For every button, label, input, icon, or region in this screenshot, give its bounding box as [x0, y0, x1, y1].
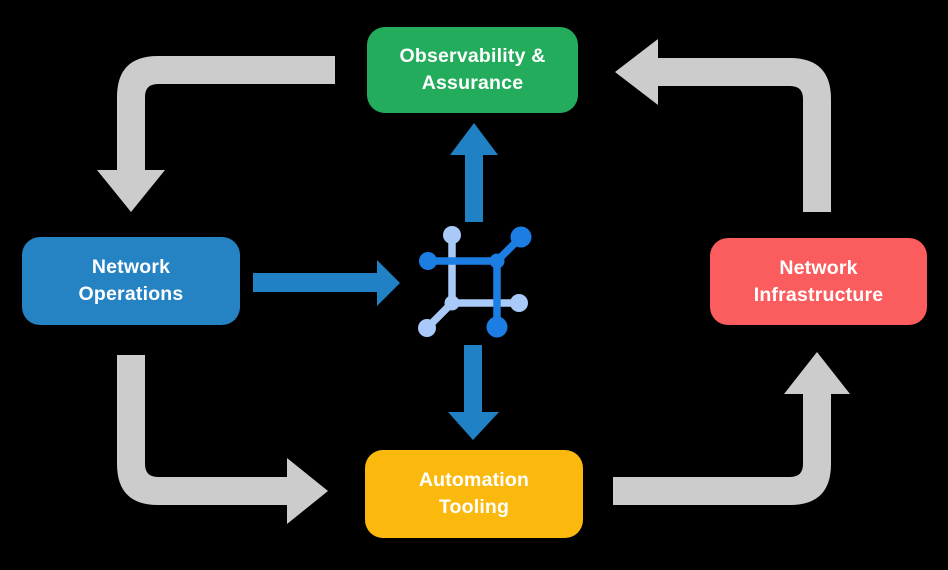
arrow-infrastructure-to-observability: [615, 39, 831, 212]
arrow-icon-to-observability: [450, 123, 498, 222]
node-automation-label-line1: Automation: [418, 469, 530, 492]
arrow-operations-to-automation: [117, 355, 328, 524]
node-automation-label-line2: Tooling: [438, 496, 510, 518]
node-infrastructure-label-line2: Infrastructure: [753, 283, 884, 306]
node-network-operations: Network Operations: [22, 237, 240, 325]
node-observability-label-line1: Observability &: [399, 45, 546, 68]
arrow-icon-to-automation: [448, 345, 499, 440]
node-operations-label-line2: Operations: [78, 283, 184, 305]
network-node-icon: [418, 226, 532, 338]
network-icon-dark-nodes: [419, 226, 532, 338]
node-automation-tooling: Automation Tooling: [365, 450, 583, 538]
node-network-infrastructure: Network Infrastructure: [710, 238, 927, 325]
node-observability-assurance: Observability & Assurance: [367, 27, 578, 113]
arrow-automation-to-infrastructure: [613, 352, 850, 505]
network-icon-light-nodes: [418, 226, 528, 337]
node-observability-label-line2: Assurance: [421, 72, 524, 94]
arrow-operations-to-icon: [253, 260, 400, 306]
arrow-observability-to-operations: [97, 56, 335, 212]
node-infrastructure-label-line1: Network: [779, 256, 858, 279]
node-operations-label-line1: Network: [91, 256, 171, 279]
